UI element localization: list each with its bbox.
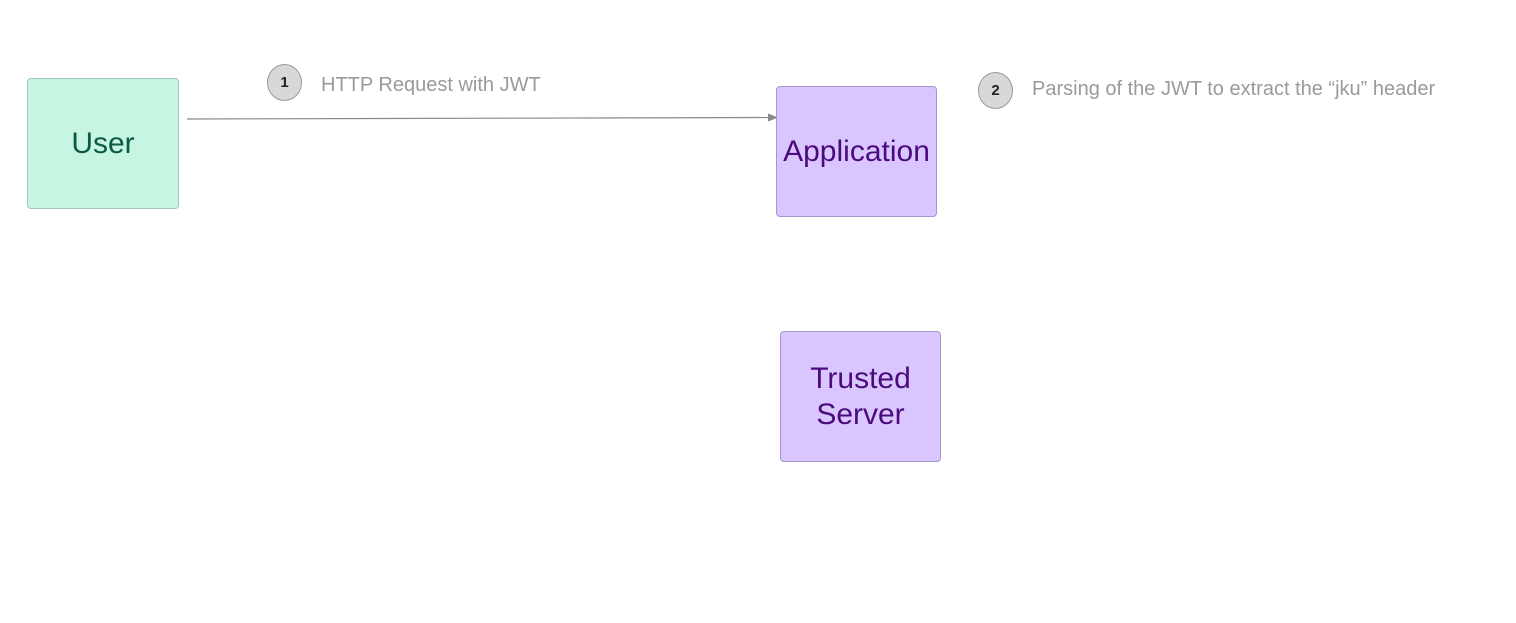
step-1-badge: 1 [267,64,302,101]
application-node[interactable]: Application [776,86,937,217]
trusted-server-node[interactable]: Trusted Server [780,331,941,462]
step-2-badge: 2 [978,72,1013,109]
step-1-label: HTTP Request with JWT [321,74,541,96]
application-node-label: Application [783,134,930,168]
user-node[interactable]: User [27,78,179,209]
step-2-label: Parsing of the JWT to extract the “jku” … [1032,78,1436,100]
trusted-server-label-line1: Trusted [810,361,911,395]
user-to-application-arrow [186,113,778,122]
user-node-label: User [71,126,135,160]
trusted-server-label-line2: Server [816,397,905,431]
